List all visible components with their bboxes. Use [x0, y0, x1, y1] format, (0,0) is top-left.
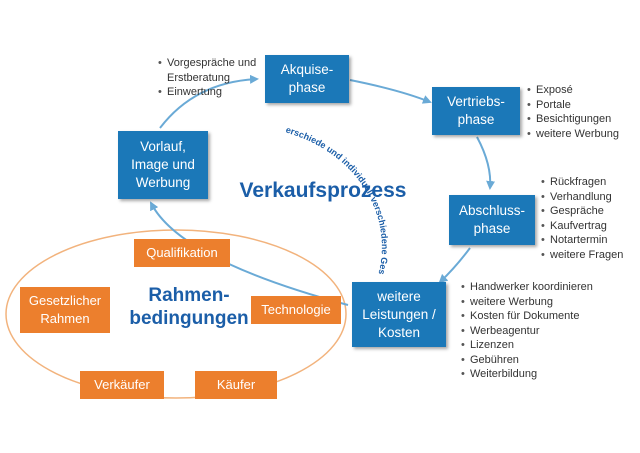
leistungen-item: Werbeagentur — [461, 324, 593, 339]
condition-technologie-label: Technologie — [261, 302, 331, 317]
phase-abschluss-line-2: phase — [473, 221, 511, 236]
leistungen-item: Gebühren — [461, 353, 593, 368]
condition-gesetzlicher-rahmen-line-1: Gesetzlicher — [28, 293, 102, 308]
phase-akquise: Akquise- phase — [265, 55, 349, 103]
phase-abschluss: Abschluss- phase — [449, 195, 535, 245]
condition-verkaeufer: Verkäufer — [80, 371, 164, 399]
vertrieb-item: Portale — [527, 98, 619, 113]
phase-leistungen-line-1: weitere — [377, 288, 421, 304]
condition-technologie: Technologie — [251, 296, 341, 324]
akquise-list: Vorgespräche und Erstberatung Einwertung — [158, 56, 256, 100]
arrow-abschluss-to-leistungen — [438, 247, 471, 284]
phase-vorlauf-line-1: Vorlauf, — [140, 139, 186, 154]
abschluss-item: Rückfragen — [541, 175, 623, 190]
phase-abschluss-line-1: Abschluss- — [458, 203, 526, 218]
phase-vertrieb: Vertriebs- phase — [432, 87, 520, 135]
phase-vertrieb-line-1: Vertriebs- — [447, 94, 505, 109]
vertrieb-item: Besichtigungen — [527, 112, 619, 127]
condition-gesetzlicher-rahmen: Gesetzlicher Rahmen — [20, 287, 110, 333]
vertrieb-item: Exposé — [527, 83, 619, 98]
abschluss-item: Verhandlung — [541, 190, 623, 205]
leistungen-item: Lizenzen — [461, 338, 593, 353]
abschluss-item: Gespräche — [541, 204, 623, 219]
condition-verkaeufer-label: Verkäufer — [94, 377, 150, 392]
condition-kaeufer: Käufer — [195, 371, 277, 399]
frame-title: Rahmen- bedingungen — [129, 285, 249, 329]
leistungen-item: Kosten für Dokumente — [461, 309, 593, 324]
abschluss-item: weitere Fragen — [541, 248, 623, 263]
condition-gesetzlicher-rahmen-line-2: Rahmen — [40, 311, 90, 326]
phase-vorlauf-line-2: Image und — [131, 157, 195, 172]
leistungen-list: Handwerker koordinieren weitere Werbung … — [461, 280, 593, 382]
condition-qualifikation-label: Qualifikation — [146, 245, 218, 260]
akquise-item: Erstberatung — [167, 71, 230, 84]
frame-ellipse — [5, 229, 347, 399]
akquise-item: Einwertung — [158, 85, 256, 100]
phase-leistungen-line-2: Leistungen / — [362, 306, 436, 322]
phase-akquise-line-2: phase — [288, 80, 326, 95]
vertrieb-list: Exposé Portale Besichtigungen weitere We… — [527, 83, 619, 141]
condition-kaeufer-label: Käufer — [216, 377, 256, 392]
abschluss-list: Rückfragen Verhandlung Gespräche Kaufver… — [541, 175, 623, 262]
leistungen-item: Weiterbildung — [461, 367, 593, 382]
condition-qualifikation: Qualifikation — [134, 239, 230, 267]
phase-vorlauf-line-3: Werbung — [135, 175, 191, 190]
process-title: Verkaufsprozess — [239, 179, 407, 202]
leistungen-item: Handwerker koordinieren — [461, 280, 593, 295]
leistungen-item: weitere Werbung — [461, 295, 593, 310]
akquise-item: Vorgespräche und — [158, 56, 256, 71]
arrow-akquise-to-vertrieb — [349, 79, 432, 104]
phase-vorlauf: Vorlauf, Image und Werbung — [118, 131, 208, 199]
abschluss-item: Notartermin — [541, 233, 623, 248]
vertrieb-item: weitere Werbung — [527, 127, 619, 142]
abschluss-item: Kaufvertrag — [541, 219, 623, 234]
arrow-vertrieb-to-abschluss — [476, 136, 496, 190]
phase-leistungen-line-3: Kosten — [377, 324, 421, 340]
phase-leistungen: weitere Leistungen / Kosten — [352, 282, 446, 347]
phase-akquise-line-1: Akquise- — [280, 62, 334, 77]
phase-vertrieb-line-2: phase — [457, 112, 495, 127]
